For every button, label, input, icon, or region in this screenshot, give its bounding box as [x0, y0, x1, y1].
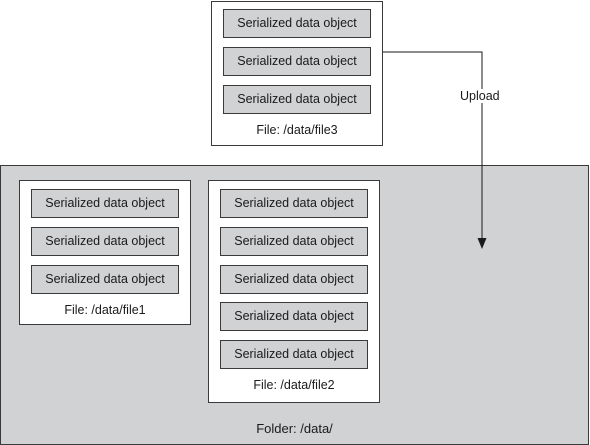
file-label: File: /data/file3	[256, 123, 338, 137]
serialized-object: Serialized data object	[220, 227, 368, 256]
file-label: File: /data/file2	[253, 378, 335, 392]
serialized-object: Serialized data object	[223, 9, 371, 38]
serialized-object: Serialized data object	[220, 265, 368, 294]
file-card-file2: Serialized data object Serialized data o…	[208, 180, 380, 403]
serialized-object: Serialized data object	[220, 340, 368, 369]
folder-label: Folder: /data/	[256, 421, 333, 436]
file-label: File: /data/file1	[64, 303, 146, 317]
serialized-object: Serialized data object	[220, 302, 368, 331]
serialized-object: Serialized data object	[31, 265, 179, 294]
upload-label: Upload	[458, 89, 502, 103]
serialized-object: Serialized data object	[220, 189, 368, 218]
serialized-object: Serialized data object	[31, 227, 179, 256]
file-card-file3: Serialized data object Serialized data o…	[211, 1, 383, 146]
serialized-object: Serialized data object	[223, 47, 371, 76]
serialized-object: Serialized data object	[223, 85, 371, 114]
file-card-file1: Serialized data object Serialized data o…	[19, 180, 191, 325]
serialized-object: Serialized data object	[31, 189, 179, 218]
